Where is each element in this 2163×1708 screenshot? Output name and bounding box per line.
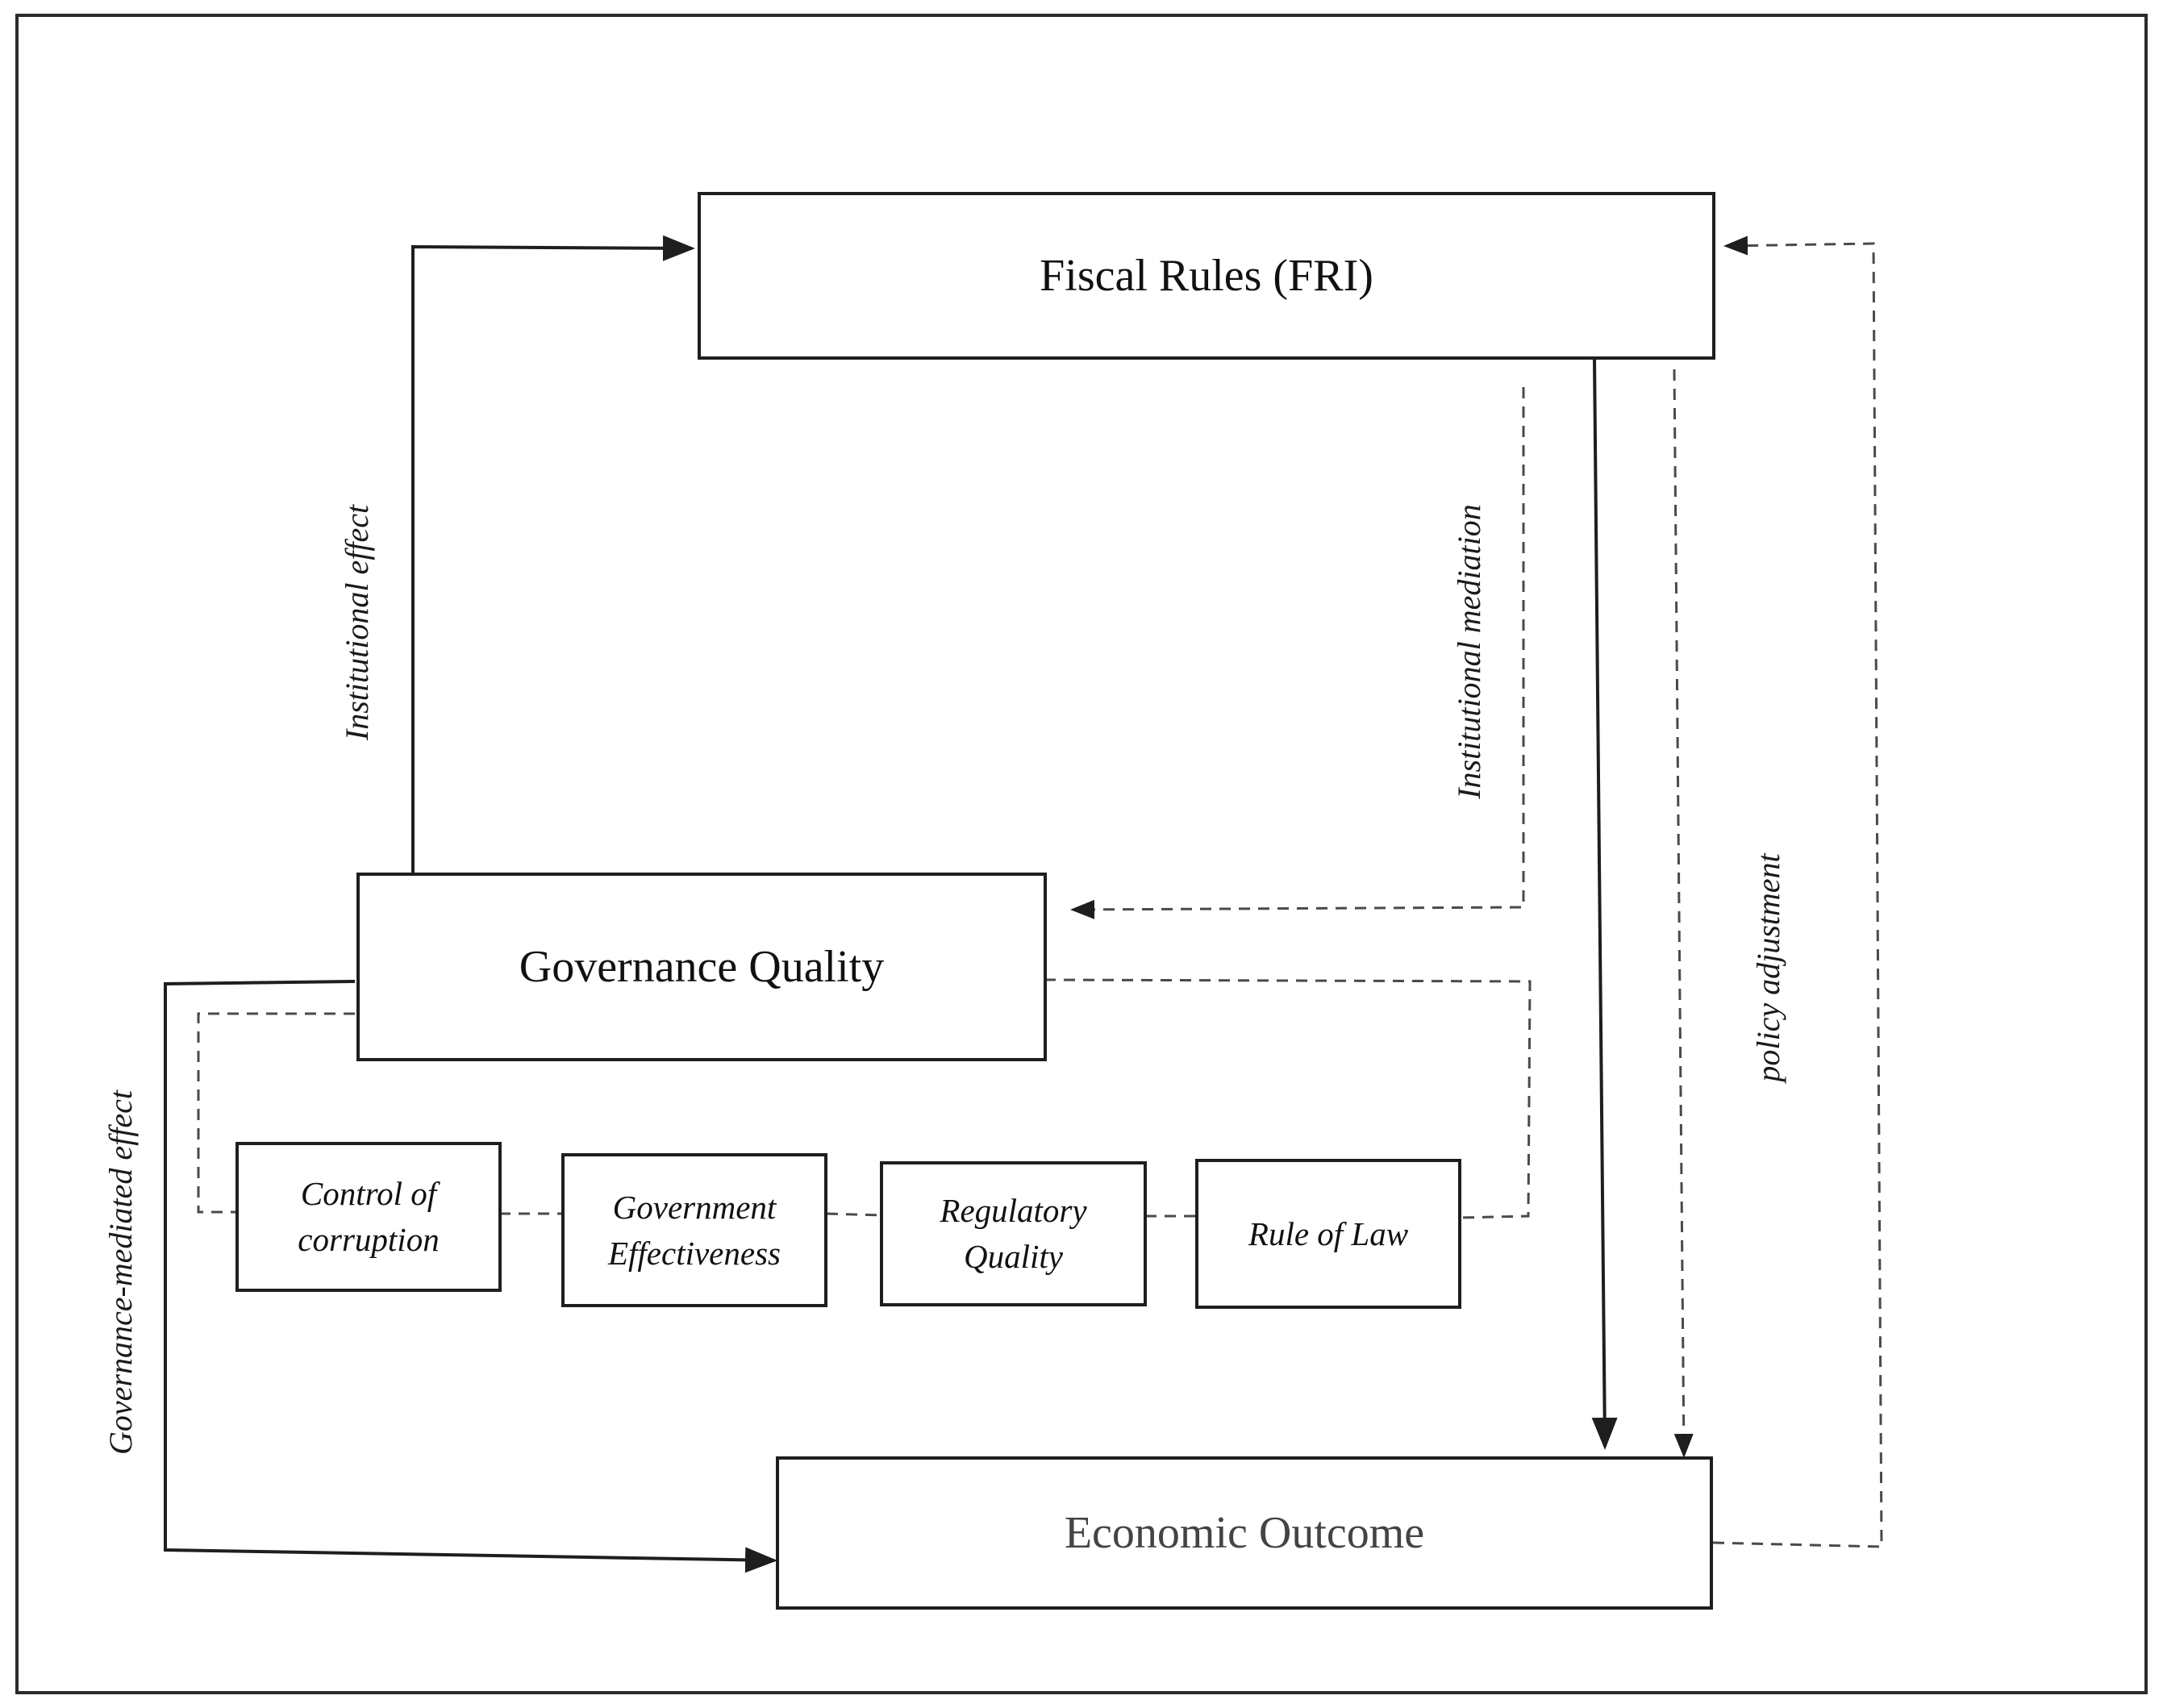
- policy-adjustment-arrow: [1712, 235, 1883, 1548]
- governance-mediated-effect-label: Governance-mediated effect: [102, 1089, 139, 1456]
- fiscal-to-outcome-arrow: [1591, 357, 1618, 1450]
- dimensions-bracket-left: [197, 1012, 355, 1214]
- dimension-rule-of-law: Rule of Law: [1195, 1159, 1461, 1309]
- policy-adjustment-label: policy adjustment: [1750, 853, 1786, 1082]
- fiscal-rules-box: Fiscal Rules (FRI): [698, 192, 1715, 360]
- fiscal-rules-label: Fiscal Rules (FRI): [1040, 251, 1373, 301]
- fiscal-to-outcome-dashed-arrow: [1673, 369, 1694, 1458]
- dimension-control-of-corruption: Control of corruption: [235, 1142, 502, 1292]
- economic-outcome-box: Economic Outcome: [776, 1456, 1713, 1610]
- institutional-mediation-label: Institutional mediation: [1451, 504, 1487, 799]
- outer-frame: [15, 14, 2148, 1694]
- governance-quality-box: Governance Quality: [356, 873, 1047, 1061]
- governance-quality-label: Governance Quality: [519, 942, 885, 992]
- dimensions-bracket-right: [1044, 978, 1532, 1219]
- governance-mediated-arrow: [164, 980, 777, 1573]
- institutional-effect-arrow: [411, 235, 695, 873]
- dimension-regulatory-quality: Regulatory Quality: [880, 1161, 1147, 1306]
- institutional-mediation-arrow: [1070, 387, 1525, 919]
- dimension-link-2: [826, 1212, 883, 1217]
- economic-outcome-label: Economic Outcome: [1064, 1508, 1425, 1558]
- institutional-effect-label: Institutional effect: [339, 504, 375, 741]
- dimension-government-effectiveness: Government Effectiveness: [561, 1153, 827, 1307]
